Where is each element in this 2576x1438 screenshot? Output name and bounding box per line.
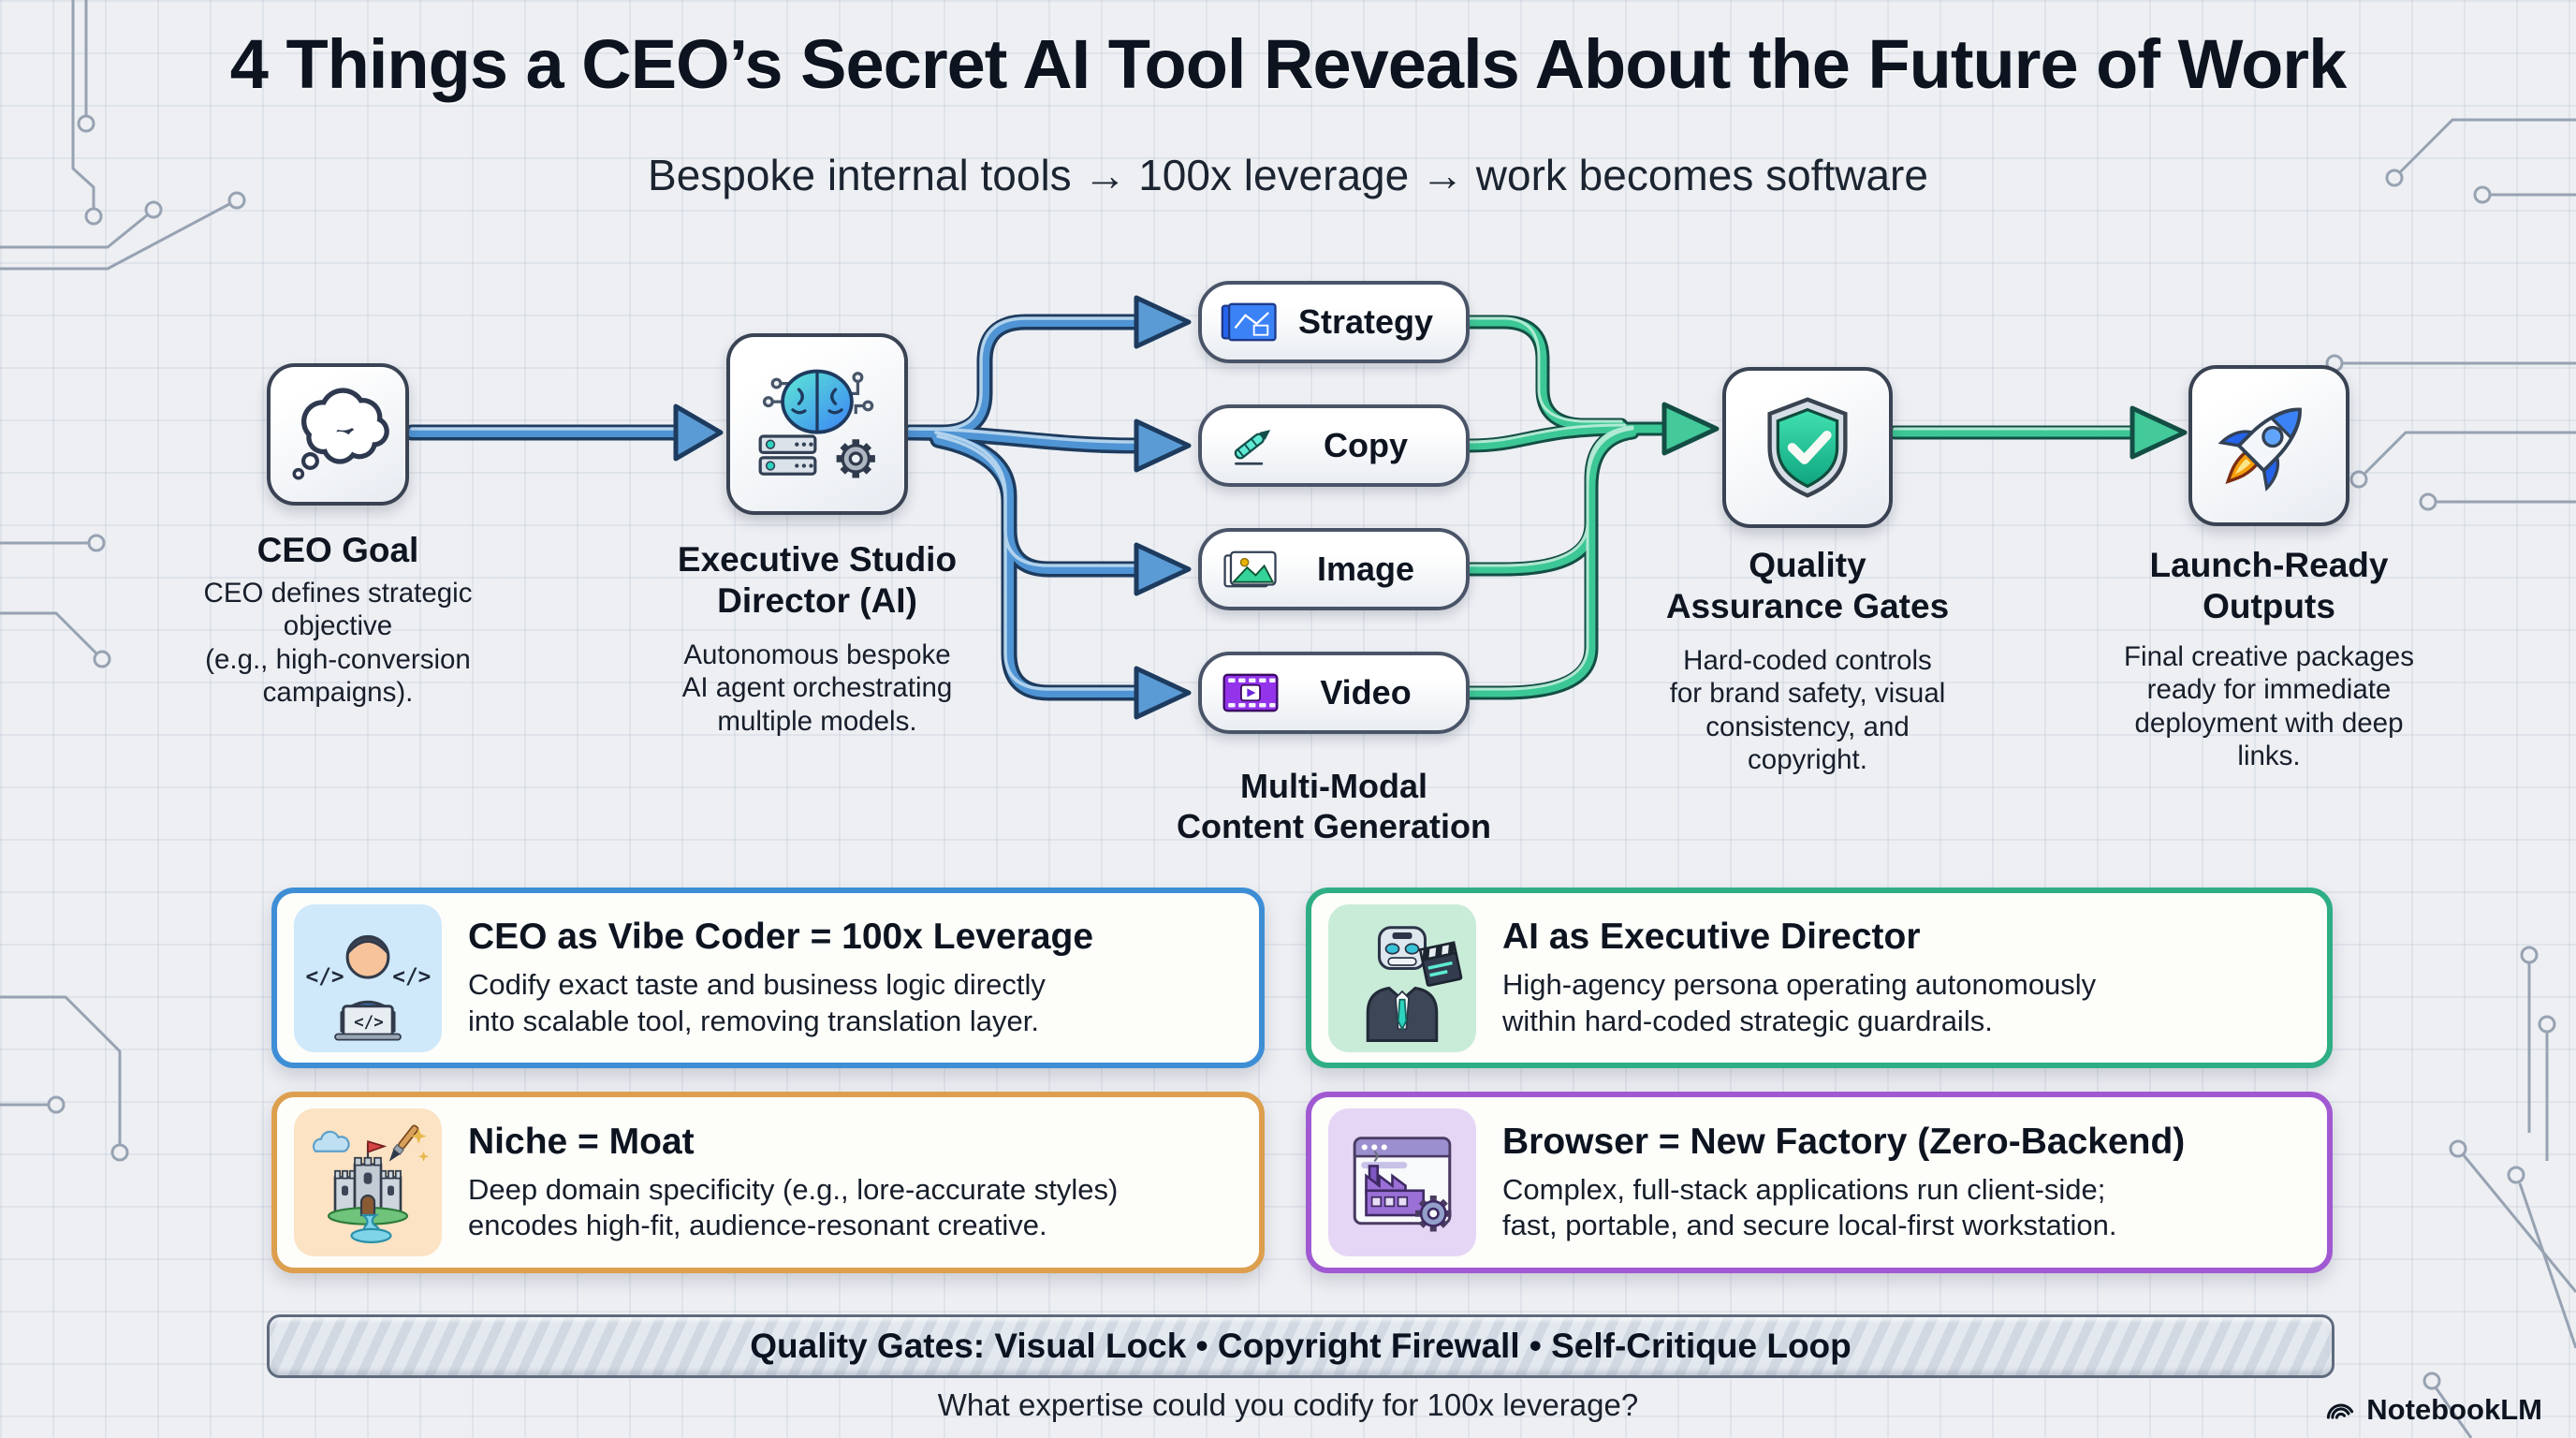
executive-director-label: Executive Studio Director (AI) (677, 540, 958, 621)
card-body: Deep domain specificity (e.g., lore-accu… (468, 1172, 1119, 1241)
quality-gates-bar: Quality Gates: Visual Lock • Copyright F… (267, 1314, 2334, 1378)
vibe-coder-tile: </> </> </> (294, 903, 442, 1052)
rocket-icon (2217, 407, 2302, 492)
executive-director-node (726, 333, 908, 515)
card-title: Browser = New Factory (Zero-Backend) (1502, 1121, 2186, 1162)
svg-text:</>: </> (354, 1013, 384, 1032)
ceo-goal-node (267, 363, 409, 506)
launch-ready-desc: Final creative packages ready for immedi… (2124, 641, 2414, 772)
card-vibe-coder: </> </> </> CEO as Vibe Coder = 100x Lev… (271, 888, 1265, 1068)
ai-director-text: AI as Executive Director High-agency per… (1502, 917, 2096, 1039)
browser-factory-tile (1328, 1108, 1476, 1256)
brand-badge: NotebookLM (2323, 1393, 2542, 1427)
quality-assurance-label: Quality Assurance Gates (1665, 546, 1950, 626)
browser-factory-icon (1353, 1137, 1452, 1232)
executive-director-desc: Autonomous bespoke AI agent orchestratin… (681, 639, 953, 737)
pen-icon (1234, 430, 1271, 465)
image-pill: Image (1198, 528, 1470, 610)
notebooklm-logo-icon (2327, 1403, 2354, 1419)
niche-moat-tile (294, 1108, 442, 1256)
card-title: CEO as Vibe Coder = 100x Leverage (468, 917, 1094, 958)
quality-gates-text: Quality Gates: Visual Lock • Copyright F… (750, 1327, 1852, 1365)
strategy-pill: Strategy (1198, 281, 1470, 363)
ceo-coder-icon: </> </> </> (306, 934, 431, 1040)
browser-factory-text: Browser = New Factory (Zero-Backend) Com… (1502, 1122, 2185, 1244)
svg-text:</>: </> (306, 964, 344, 989)
card-title: Niche = Moat (468, 1121, 695, 1162)
quality-assurance-desc: Hard-coded controls for brand safety, vi… (1669, 645, 1946, 776)
image-icon (1223, 550, 1277, 588)
image-label: Image (1316, 550, 1415, 588)
blueprint-icon (1221, 302, 1277, 342)
ai-brain-server-gear-icon (758, 369, 875, 478)
card-niche-moat: Niche = Moat Deep domain specificity (e.… (271, 1092, 1265, 1273)
svg-text:</>: </> (392, 964, 431, 989)
strategy-label: Strategy (1297, 302, 1434, 341)
vibe-coder-text: CEO as Vibe Coder = 100x Leverage Codify… (468, 917, 1093, 1039)
castle-moat-icon (312, 1124, 430, 1243)
thought-bubble-icon (292, 388, 389, 480)
card-body: Codify exact taste and business logic di… (468, 968, 1046, 1037)
card-body: High-agency persona operating autonomous… (1502, 968, 2097, 1037)
card-title: AI as Executive Director (1502, 917, 1921, 958)
page-subtitle: Bespoke internal tools → 100x leverage →… (648, 151, 1928, 199)
multi-modal-label: Multi-Modal Content Generation (1176, 767, 1491, 846)
shield-check-icon (1767, 397, 1848, 498)
video-icon (1222, 673, 1279, 712)
ai-director-tile (1328, 903, 1476, 1052)
footer-question: What expertise could you codify for 100x… (937, 1387, 1639, 1422)
card-ai-director: AI as Executive Director High-agency per… (1306, 888, 2333, 1068)
card-browser-factory: Browser = New Factory (Zero-Backend) Com… (1306, 1092, 2333, 1273)
ceo-goal-label: CEO Goal (256, 531, 419, 569)
ceo-goal-desc: CEO defines strategic objective (e.g., h… (203, 578, 473, 709)
quality-assurance-node (1722, 367, 1893, 528)
page-title: 4 Things a CEO’s Secret AI Tool Reveals … (229, 25, 2348, 103)
launch-ready-label: Launch-Ready Outputs (2149, 546, 2389, 626)
copy-label: Copy (1324, 426, 1408, 464)
robot-director-icon (1366, 925, 1463, 1042)
copy-pill: Copy (1198, 404, 1470, 487)
brand-name: NotebookLM (2366, 1393, 2542, 1426)
video-label: Video (1320, 673, 1412, 712)
video-pill: Video (1198, 652, 1470, 734)
launch-ready-node (2188, 365, 2349, 526)
niche-moat-text: Niche = Moat Deep domain specificity (e.… (468, 1122, 1118, 1244)
card-body: Complex, full-stack applications run cli… (1502, 1172, 2117, 1241)
